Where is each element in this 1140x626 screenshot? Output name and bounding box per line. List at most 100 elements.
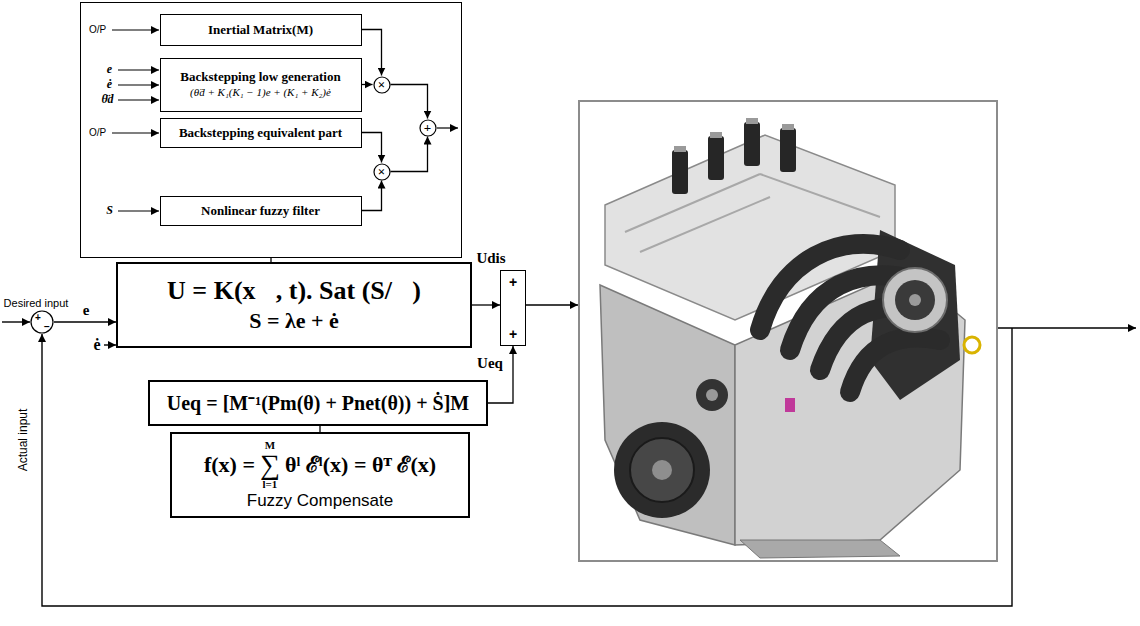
sign-symbol: + [509,327,517,341]
text-holder: ++ [501,271,525,345]
connector [362,181,382,211]
box-label: Backstepping equivalent part [179,125,342,140]
signal-wire [118,69,159,70]
signal-label: e [81,302,92,319]
sign-symbol: + [509,275,517,289]
process-box: Nonlinear fuzzy filter [160,196,362,226]
junction-circle [31,311,53,333]
text-holder: Backstepping equivalent part [179,125,342,140]
junction-circle [420,120,436,136]
junction-circle [374,164,390,180]
connector [362,133,382,163]
connector [391,137,428,172]
box-label: Fuzzy Compensate [247,492,393,511]
summing-junction: + [419,119,437,137]
signal-label: e [107,63,112,77]
signal-wire [112,132,159,133]
oil-pan [740,540,900,558]
controller-box: U = K(x⃗, t). Sat (S/∅)S = λe + ė [116,262,472,348]
signal-label: O/P [89,24,106,36]
text-holder: Backstepping low generation (θ̈d + K₁(K₁ … [180,70,340,100]
formula-text: l=1 [263,479,278,490]
fuzzy-compensator-box: f(x) =M∑l=1θˡ ℰˡ(x) = θᵀ ℰ(x)Fuzzy Compe… [170,432,470,518]
signal-label: ė [107,78,112,92]
text-holder: Nonlinear fuzzy filter [201,203,320,218]
multiplier-junction: × [373,163,391,181]
sign-symbol: + [35,313,41,323]
coil-cap [746,118,758,124]
connector [362,84,373,85]
crank-pulley [630,438,694,502]
text-holder: f(x) =M∑l=1θˡ ℰˡ(x) = θᵀ ℰ(x)Fuzzy Compe… [204,440,436,511]
process-box: Backstepping equivalent part [160,118,362,148]
intake-runner [850,338,940,392]
formula-text: Ueq = [M⁻¹(Pm(θ) + Pnet(θ)) + Ṡ]M [167,392,469,415]
text-holder: Inertial Matrix(M) [208,22,313,37]
ignition-coil [708,136,724,180]
text-row: f(x) =M∑l=1θˡ ℰˡ(x) = θᵀ ℰ(x) [204,440,436,490]
signal-wire [526,304,578,305]
coil-cap [674,146,686,152]
ignition-coil [672,150,688,194]
sensor-connector [785,398,795,412]
coil-cap [782,124,794,130]
control-law-panel: O/Peėθ̈dO/PSInertial Matrix(M)Backsteppi… [80,2,462,258]
engine-illustration [600,118,980,558]
input-wire [104,344,116,345]
throttle-body [883,268,947,332]
text-holder: Ueq = [M⁻¹(Pm(θ) + Pnet(θ)) + Ṡ]M [167,392,469,415]
coil-cap [710,132,722,138]
signal-wire [118,210,159,211]
formula-text: θˡ ℰˡ(x) = θᵀ ℰ(x) [285,452,436,477]
connector [472,304,500,305]
text-holder: U = K(x⃗, t). Sat (S/∅)S = λe + ė [167,276,421,333]
engine-block [600,285,735,545]
signal-wire [437,127,458,128]
signal-label: θ̈d [101,93,113,107]
plant-frame [579,101,997,561]
box-label: Backstepping low generation [180,70,340,85]
text-holder: × [373,76,391,94]
text-cell: Fuzzy Compensate [247,492,393,511]
text-cell: θˡ ℰˡ(x) = θᵀ ℰ(x) [285,452,436,477]
text-holder: × [373,163,391,181]
ignition-coil [780,128,796,172]
signal-label: Udis [474,250,507,267]
throttle-shaft [909,294,921,306]
throttle-bore [895,280,935,320]
operator-symbol: + [424,121,431,134]
connector [391,85,428,119]
sign-symbol: − [44,322,50,332]
formula-text: (θ̈d + K₁(K₁ − 1)e + (K₁ + K₂)ė [190,87,331,100]
limit-stack: M∑l=1 [260,440,280,490]
formula-text: M [265,440,275,451]
box-label: Nonlinear fuzzy filter [201,203,320,218]
signal-wire [118,84,159,85]
formula-text: S = λe + ė [249,308,339,333]
process-box: Backstepping low generation (θ̈d + K₁(K₁ … [160,58,362,112]
pulley-hub [706,389,718,401]
formula-text: U = K(x⃗, t). Sat (S/∅) [167,276,421,306]
junction-circle [374,77,390,93]
ignition-coil [744,122,760,166]
input-wire [2,321,30,322]
connector [362,30,382,76]
idler-pulley [696,379,728,411]
operator-symbol: × [378,78,385,91]
signal-label: O/P [89,127,106,139]
text-holder: + [419,119,437,137]
signal-wire [118,99,159,100]
operator-symbol: × [378,165,385,178]
junction-outline [30,310,54,334]
summing-junction: +− [30,310,54,334]
signal-label: S [106,204,113,218]
text-cell: f(x) = [204,452,255,477]
formula-text: ∑ [260,451,280,479]
formula-text: f(x) = [204,452,255,477]
feedback-label: Actual input [17,409,30,472]
signal-label: ė [93,336,100,354]
dipstick-handle [964,337,980,353]
signal-label: Ueq [475,355,505,372]
